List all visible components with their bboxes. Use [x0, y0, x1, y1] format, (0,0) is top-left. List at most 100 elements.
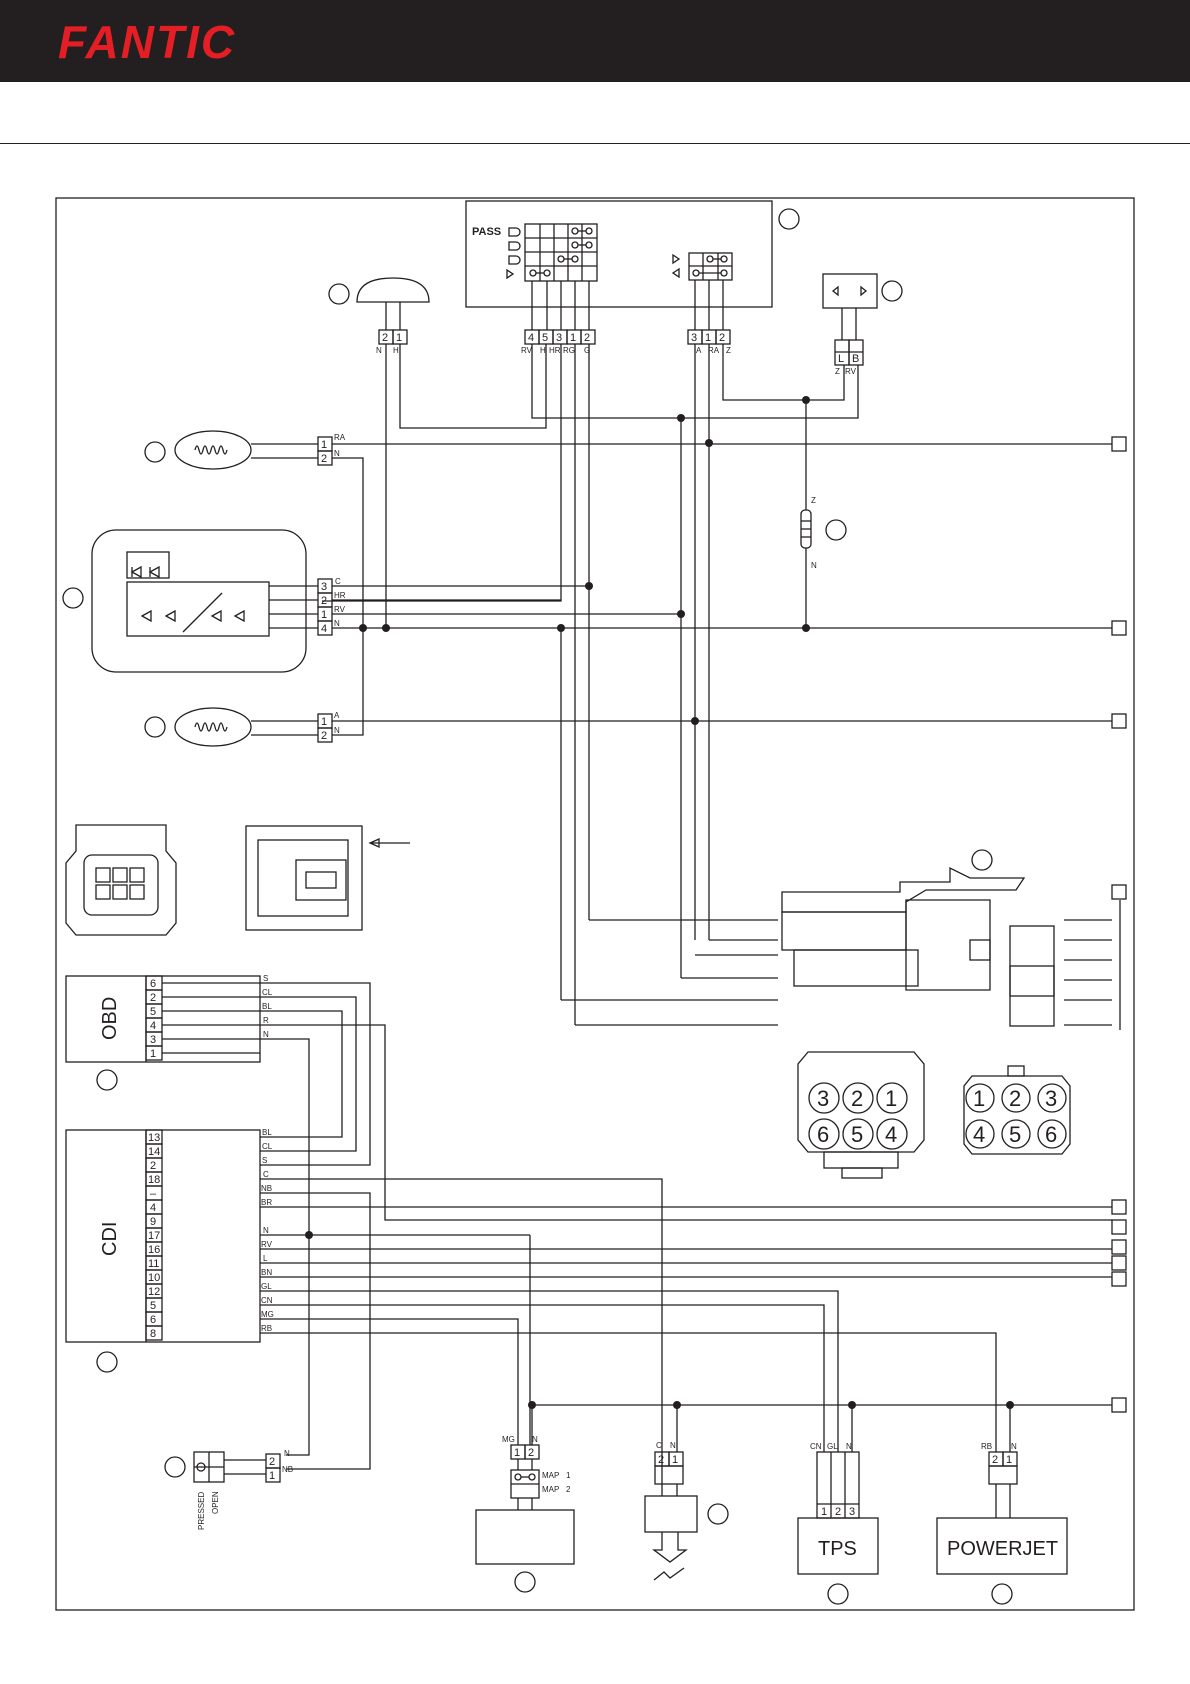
ref-circle	[707, 1503, 729, 1525]
pin-label: 1	[321, 609, 327, 621]
pin-label: 3	[321, 581, 327, 593]
pin-label: –	[150, 1188, 157, 1200]
terminal	[1111, 713, 1127, 729]
wire-label: C	[263, 1170, 269, 1179]
wire-label: HR	[334, 591, 346, 600]
pin-label: 11	[148, 1258, 159, 1270]
pin-label: 4	[528, 332, 534, 344]
pin-label: 5	[150, 1300, 156, 1312]
pin-label: 1	[321, 439, 327, 451]
pin-label: 16	[148, 1244, 160, 1256]
ref-circle	[62, 587, 84, 609]
wire-label: N	[532, 1435, 538, 1444]
handlebar-switch	[465, 200, 773, 308]
wire-label: NB	[282, 1465, 293, 1474]
wire-label: N	[670, 1441, 676, 1450]
pin-label: 2	[584, 332, 590, 344]
connector-side-view	[245, 825, 410, 931]
pass-label: PASS	[472, 226, 501, 238]
wire-label: CL	[262, 988, 273, 997]
coil-front	[174, 430, 252, 470]
wire-label: RV	[521, 346, 533, 355]
pin-label: 4	[150, 1202, 156, 1214]
wire-label: RV	[334, 605, 346, 614]
obd-label: OBD	[99, 997, 121, 1040]
pin-number: 1	[973, 1086, 985, 1111]
wire-label: S	[263, 974, 268, 983]
pin-number: 4	[973, 1122, 985, 1147]
pin-label: 3	[691, 332, 697, 344]
obd-block	[65, 975, 261, 1063]
wire-label: MG	[261, 1310, 274, 1319]
pin-label: 6	[150, 978, 156, 990]
coil-rear	[174, 707, 252, 747]
pin-label: 2	[321, 730, 327, 742]
pin-number: 1	[885, 1086, 897, 1111]
wire-label: CN	[810, 1442, 822, 1451]
pin-number: 3	[1045, 1086, 1057, 1111]
light-unit	[91, 529, 307, 673]
wire-label: MG	[502, 1435, 515, 1444]
ref-circle	[144, 441, 166, 463]
wire-label: RG	[563, 346, 575, 355]
wire-label: GL	[261, 1282, 272, 1291]
wire-label: CN	[261, 1296, 273, 1305]
wire-label: RB	[261, 1324, 272, 1333]
pin-label: 2	[321, 453, 327, 465]
map-position-label: MAP	[542, 1471, 559, 1480]
connector-front-view	[65, 824, 177, 936]
pin-label: 2	[835, 1506, 841, 1518]
wire-label: N	[284, 1449, 290, 1458]
flasher-relay	[822, 273, 878, 309]
terminal	[1111, 436, 1127, 452]
pin-number: 5	[1009, 1122, 1021, 1147]
pin-label: 1	[705, 332, 711, 344]
tps-label: TPS	[818, 1538, 857, 1560]
ref-circle	[778, 208, 800, 230]
pin-label: 9	[150, 1216, 156, 1228]
pin-label: 14	[148, 1146, 160, 1158]
wire-label: RV	[845, 367, 857, 376]
pin-label: 1	[150, 1048, 156, 1060]
pin-label: 13	[148, 1132, 160, 1144]
pin-label: 1	[321, 716, 327, 728]
wire-label: BN	[261, 1268, 272, 1277]
pin-number: 6	[817, 1122, 829, 1147]
pin-number: 2	[851, 1086, 863, 1111]
ref-circle	[971, 849, 993, 871]
wire-label: C	[656, 1441, 662, 1450]
wire-label: S	[262, 1156, 267, 1165]
horn	[356, 277, 430, 303]
terminal	[1111, 620, 1127, 636]
header-bar: FANTIC	[0, 0, 1190, 82]
switch-grid-left	[524, 223, 598, 282]
switch-contacts	[529, 227, 728, 277]
wire-label: L	[263, 1254, 268, 1263]
wire-label: BL	[262, 1002, 272, 1011]
pin-label: 4	[321, 623, 327, 635]
pin-label: 3	[849, 1506, 855, 1518]
wire-label: H	[393, 346, 399, 355]
pin-label: 2	[321, 595, 327, 607]
ref-circle	[96, 1351, 118, 1373]
sensor	[644, 1495, 698, 1533]
pin-label: 1	[1006, 1454, 1012, 1466]
ref-circle	[827, 1583, 849, 1605]
connector-6pin-left	[797, 1051, 925, 1179]
logo-text: FANTIC	[58, 16, 236, 66]
wire-label: N	[334, 449, 340, 458]
pin-label: 2	[382, 332, 388, 344]
map-position-num: 2	[566, 1485, 571, 1494]
pin-label: 1	[570, 332, 576, 344]
pin-label: 2	[528, 1447, 534, 1459]
pin-label: 2	[658, 1454, 664, 1466]
ref-circle	[164, 1456, 186, 1478]
wire-label: Z	[835, 367, 840, 376]
wire-label: CL	[262, 1142, 273, 1151]
pin-number: 6	[1045, 1122, 1057, 1147]
switch-icons	[506, 227, 681, 280]
pin-label: 3	[150, 1034, 156, 1046]
wire-label: BR	[261, 1198, 272, 1207]
pin-label: 1	[269, 1470, 275, 1482]
